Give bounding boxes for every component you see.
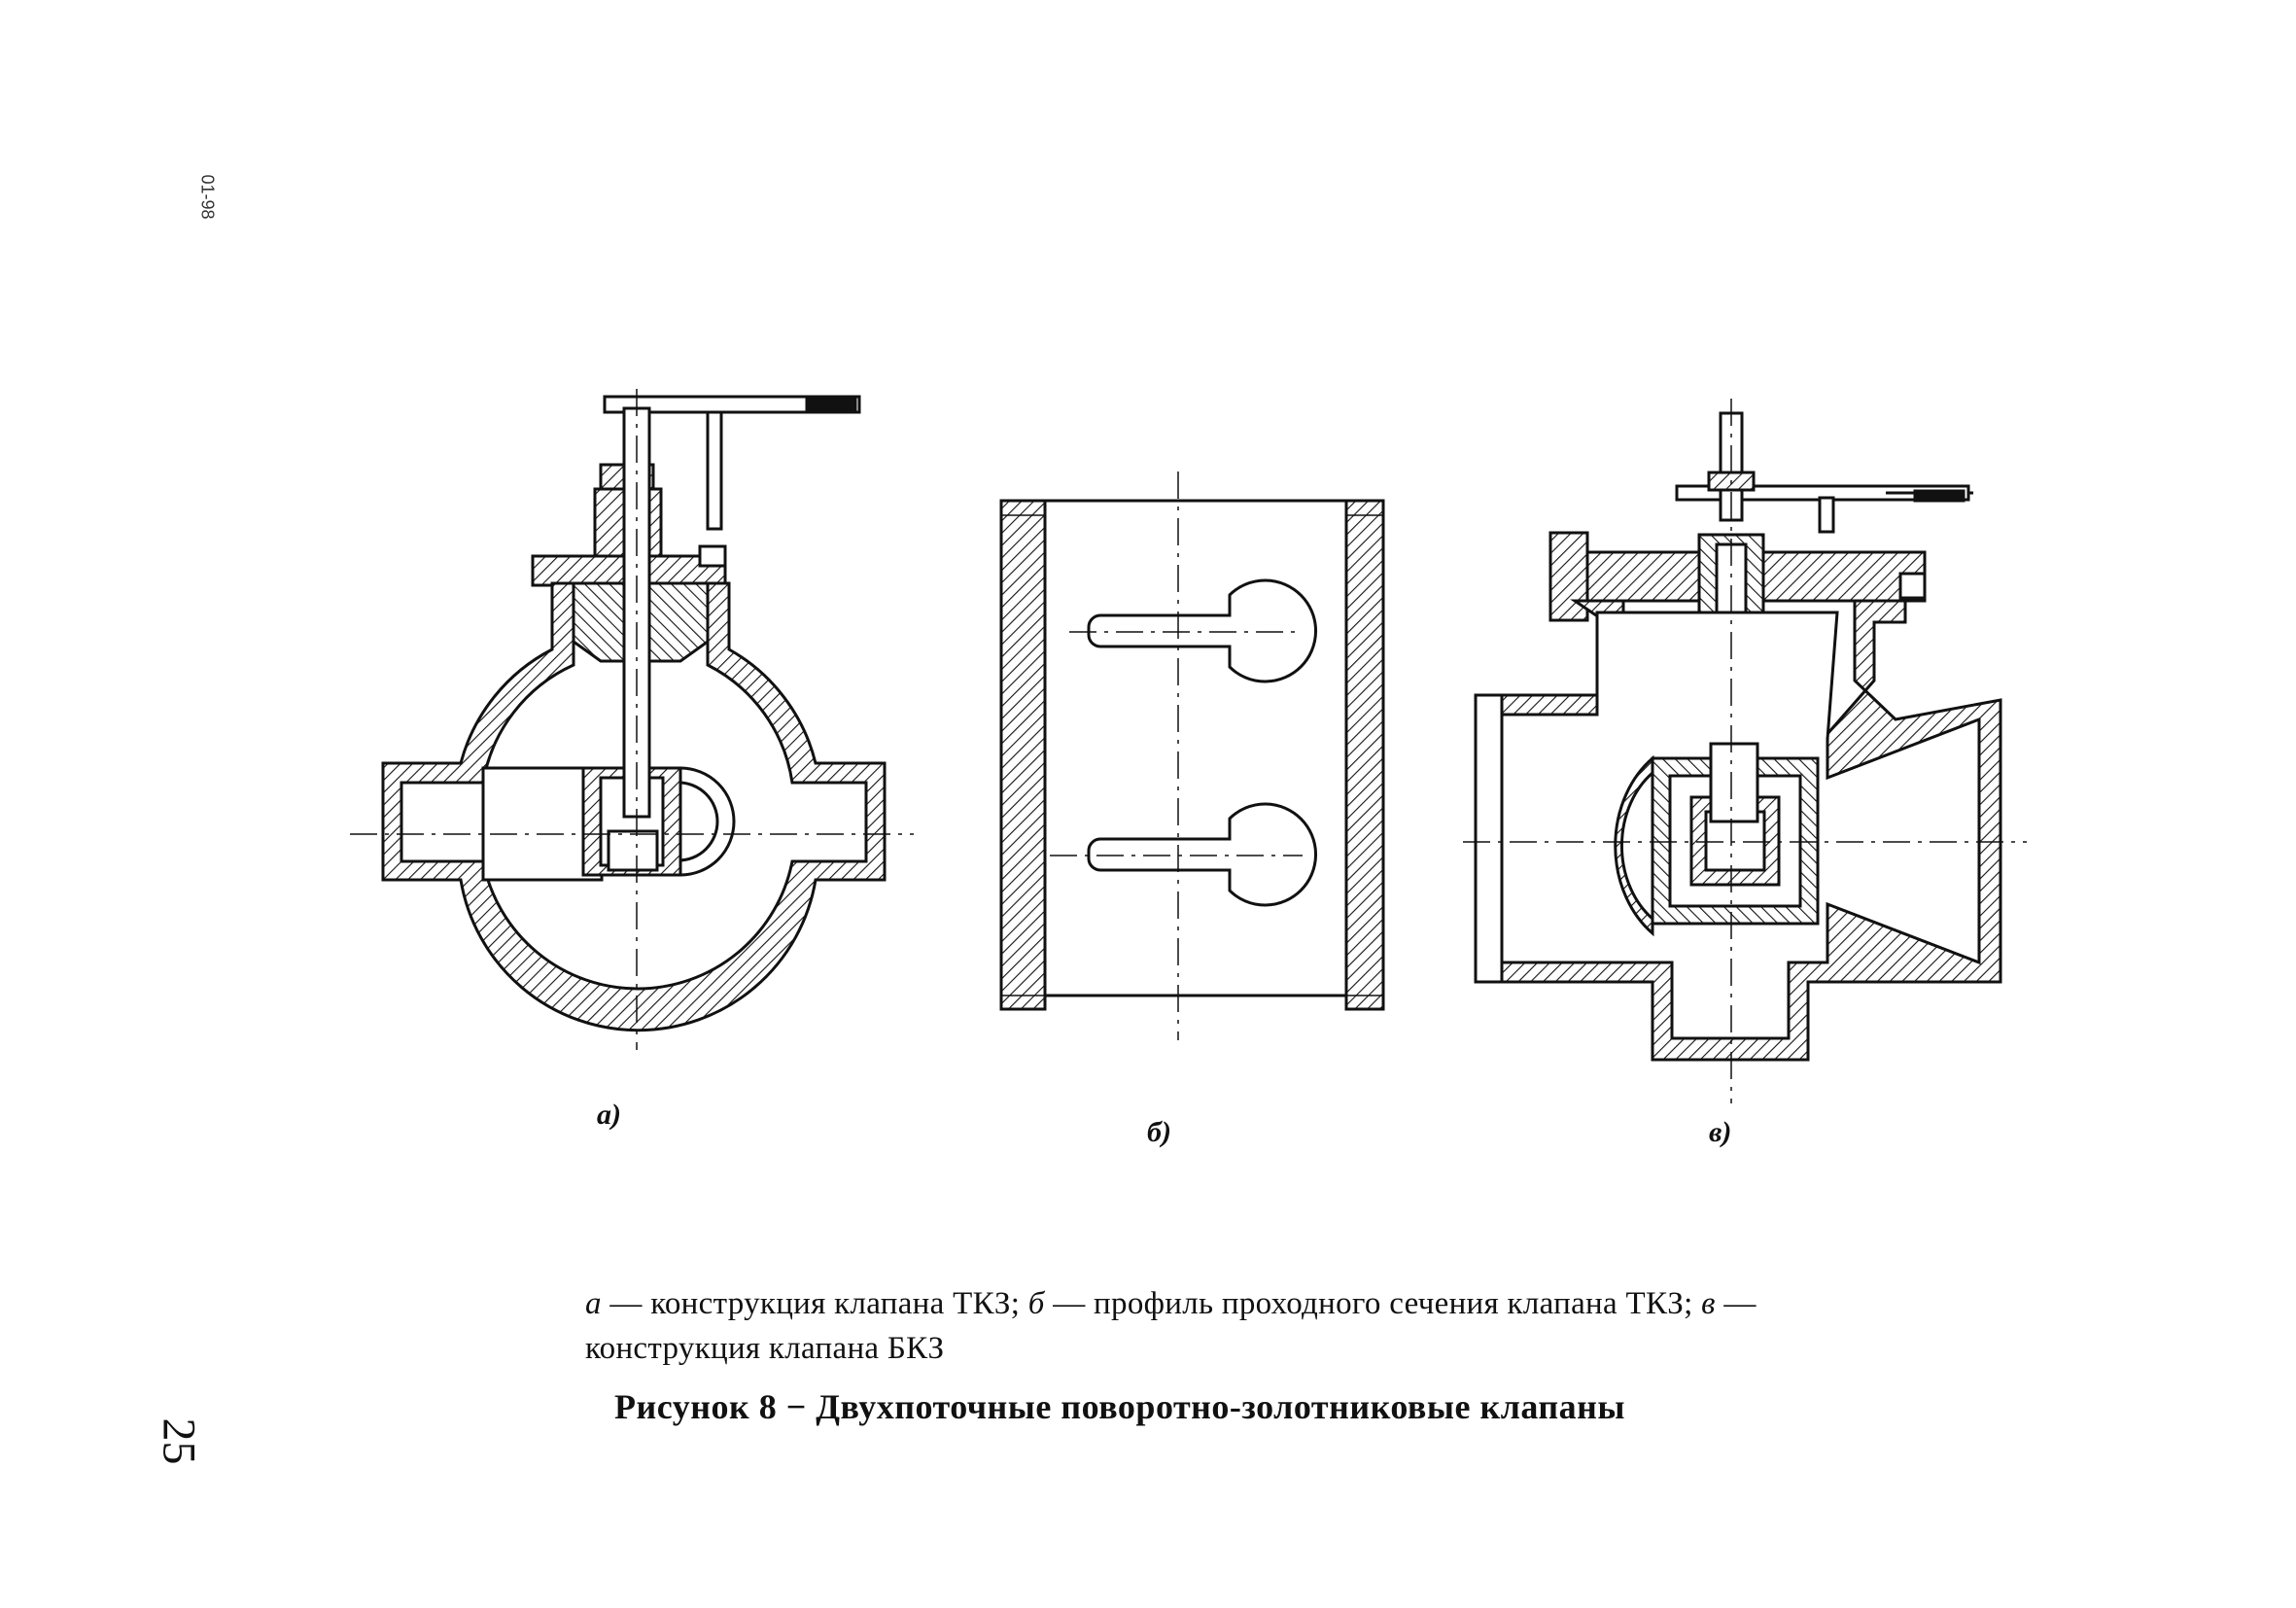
caption-letter-v: в [1701, 1286, 1716, 1321]
drawing-b-profile [999, 472, 1385, 1040]
drawing-c-valve-bkz [1463, 399, 2027, 1103]
caption-letter-a: а [585, 1286, 602, 1321]
caption-text-b: — профиль проходного сечения клапана ТКЗ… [1044, 1286, 1702, 1321]
figure-title: Рисунок 8 − Двухпоточные поворотно-золот… [614, 1387, 1626, 1426]
page-number: 25 [153, 1417, 205, 1465]
figure-label-v: в) [1709, 1116, 1732, 1148]
figure-label-a: а) [597, 1099, 621, 1131]
caption-letter-b: б [1027, 1286, 1045, 1321]
figure-label-b: б) [1147, 1116, 1171, 1148]
figure-caption: а — конструкция клапана ТКЗ; б — профиль… [585, 1281, 1849, 1371]
drawing-a-valve-tkz [350, 389, 914, 1050]
caption-text-v: — конструкция клапана БКЗ [585, 1286, 1757, 1366]
caption-text-a: — конструкция клапана ТКЗ; [601, 1286, 1028, 1321]
